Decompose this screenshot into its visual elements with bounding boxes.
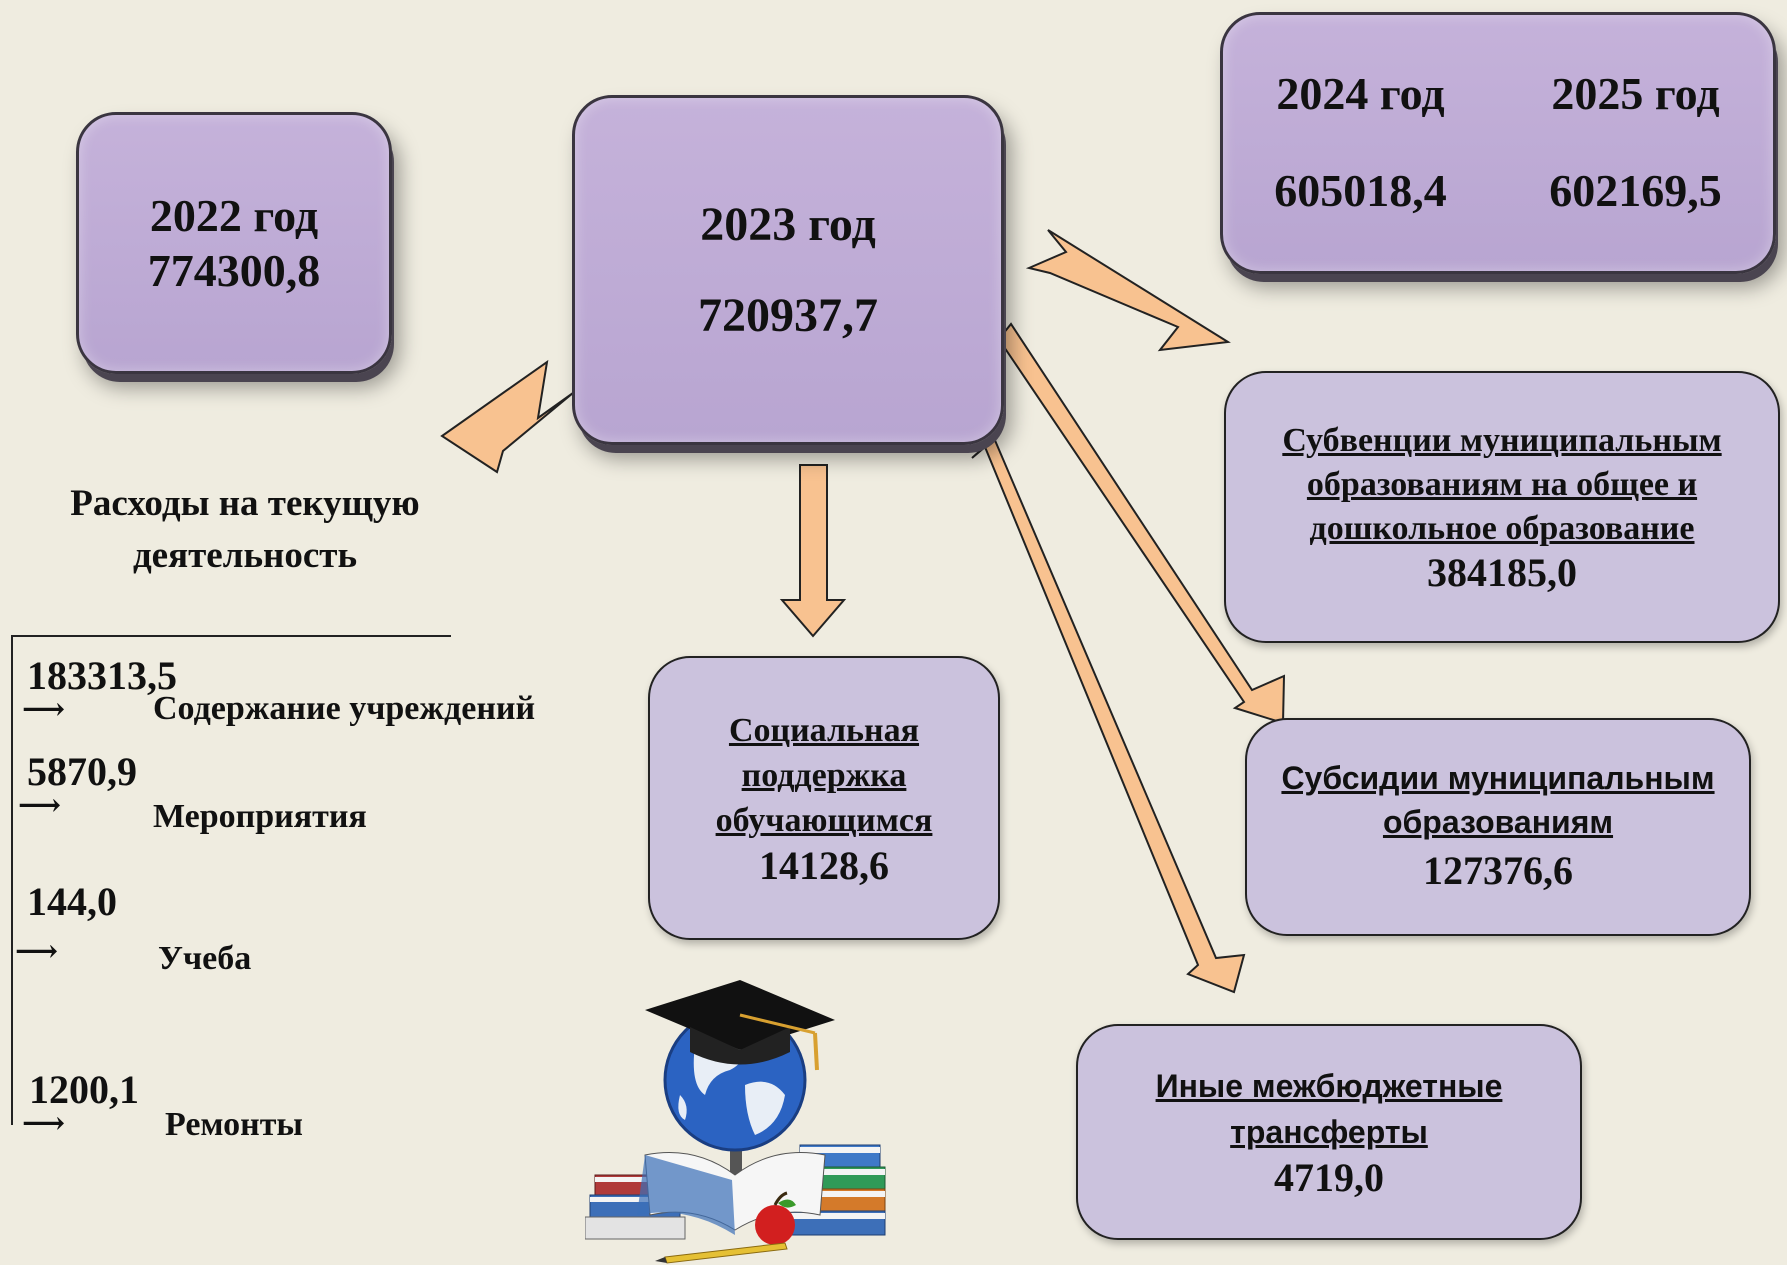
social-line-3: обучающимся bbox=[715, 802, 933, 839]
bracket-vertical-line bbox=[11, 635, 13, 1125]
year-2023-value: 720937,7 bbox=[698, 289, 878, 342]
arrow-to-current-expenses bbox=[440, 359, 574, 474]
item-label-repairs: Ремонты bbox=[165, 1106, 303, 1143]
apple-icon bbox=[755, 1191, 796, 1245]
subvention-line-2: образованиям на общее и bbox=[1306, 466, 1698, 503]
subsidy-value: 127376,6 bbox=[1423, 848, 1573, 893]
education-illustration bbox=[585, 980, 886, 1264]
year-2022-label: 2022 год bbox=[149, 189, 319, 241]
subsidy-box: Субсидии муниципальным образованиям 1273… bbox=[1245, 718, 1751, 936]
item-label-events: Мероприятия bbox=[153, 798, 367, 835]
forecast-box: 2024 год 605018,4 2025 год 602169,5 bbox=[1220, 12, 1776, 274]
social-line-2: поддержка bbox=[741, 757, 907, 794]
arrow-to-social bbox=[779, 464, 847, 638]
other-transfers-box: Иные межбюджетные трансферты 4719,0 bbox=[1076, 1024, 1582, 1240]
social-line-1: Социальная bbox=[728, 712, 920, 749]
item-value-study: 144,0 bbox=[27, 879, 117, 924]
year-2022-value: 774300,8 bbox=[147, 245, 321, 296]
other-line-2: трансферты bbox=[1230, 1114, 1428, 1150]
social-value: 14128,6 bbox=[759, 843, 889, 888]
item-label-maintenance: Содержание учреждений bbox=[153, 690, 536, 727]
year-2022-box: 2022 год 774300,8 bbox=[76, 112, 392, 374]
forecast-value-2025: 602169,5 bbox=[1549, 165, 1722, 216]
subsidy-line-1: Субсидии муниципальным bbox=[1281, 760, 1715, 796]
subvention-box: Субвенции муниципальным образованиям на … bbox=[1224, 371, 1780, 643]
year-2023-label: 2023 год bbox=[700, 197, 876, 251]
item-arrow-study: ⟶ bbox=[15, 935, 59, 968]
subsidy-line-2: образованиям bbox=[1382, 804, 1614, 840]
year-2023-box: 2023 год 720937,7 bbox=[572, 95, 1004, 445]
item-value-events: 5870,9 bbox=[27, 749, 137, 794]
arrow-to-forecast bbox=[1025, 229, 1231, 352]
subvention-line-1: Субвенции муниципальным bbox=[1282, 422, 1722, 459]
pencil-icon bbox=[655, 1242, 788, 1264]
item-value-maintenance: 183313,5 bbox=[27, 653, 177, 698]
other-line-1: Иные межбюджетные bbox=[1155, 1068, 1503, 1104]
arrow-to-other-transfers bbox=[971, 436, 1246, 994]
item-arrow-maintenance: ⟶ bbox=[22, 693, 66, 726]
current-expenses-title: Расходы на текущую деятельность bbox=[70, 483, 420, 576]
forecast-value-2024: 605018,4 bbox=[1274, 165, 1447, 216]
item-label-study: Учеба bbox=[158, 940, 252, 977]
item-arrow-events: ⟶ bbox=[18, 789, 62, 822]
item-value-repairs: 1200,1 bbox=[29, 1067, 139, 1112]
forecast-year-2025: 2025 год bbox=[1551, 68, 1720, 120]
other-value: 4719,0 bbox=[1274, 1155, 1384, 1200]
social-support-box: Социальная поддержка обучающимся 14128,6 bbox=[648, 656, 1000, 940]
bracket-top-line bbox=[11, 635, 451, 637]
subvention-value: 384185,0 bbox=[1427, 550, 1577, 595]
item-arrow-repairs: ⟶ bbox=[22, 1107, 66, 1140]
forecast-year-2024: 2024 год bbox=[1276, 68, 1445, 120]
subvention-line-3: дошкольное образование bbox=[1309, 510, 1695, 547]
graduation-cap-icon bbox=[645, 980, 835, 1071]
